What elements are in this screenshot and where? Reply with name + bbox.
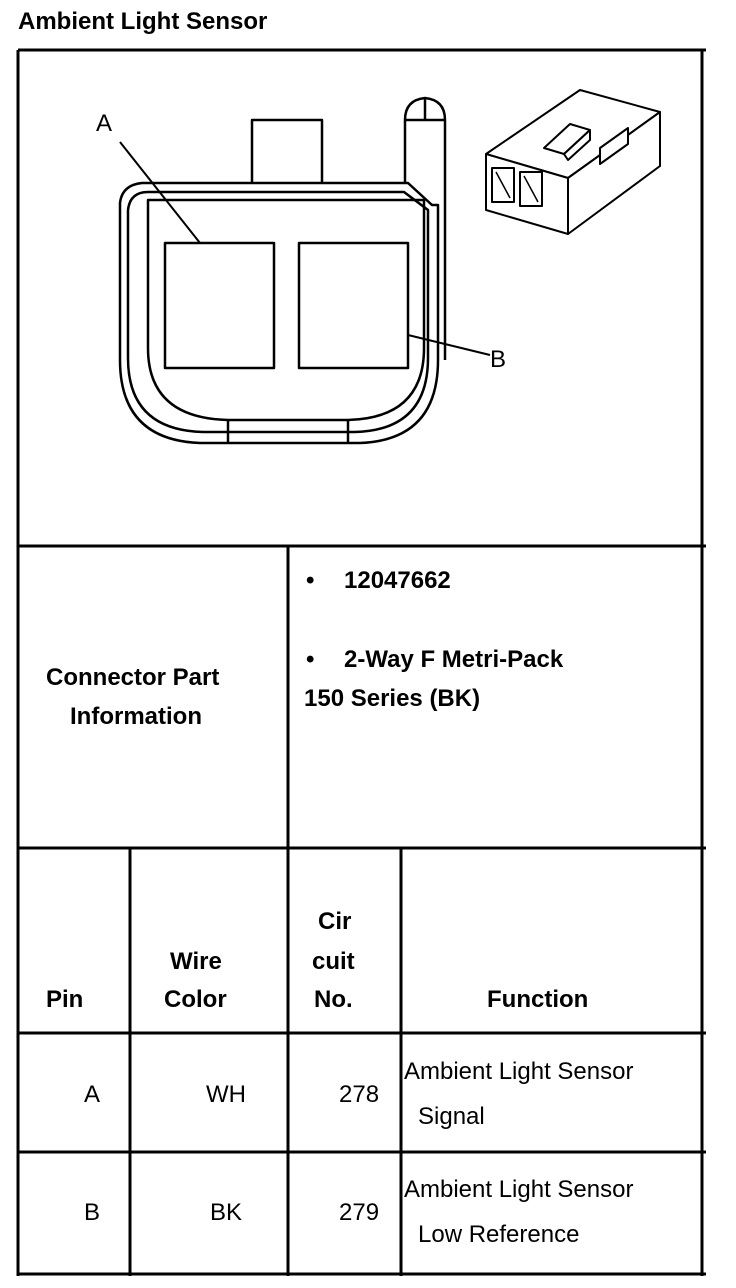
header-wire-color-line2: Color (164, 986, 227, 1013)
row-pin: B (84, 1199, 101, 1226)
row-wire-color: BK (210, 1199, 243, 1226)
header-function: Function (487, 986, 589, 1013)
header-circuit-line3: No. (314, 986, 353, 1013)
page-title: Ambient Light Sensor (18, 8, 268, 35)
row-circuit: 278 (339, 1081, 380, 1108)
row-pin: A (84, 1081, 101, 1108)
bullet-icon: • (306, 567, 315, 594)
header-circuit-line2: cuit (312, 948, 355, 975)
connector-part-label-line2: Information (70, 703, 202, 730)
header-wire-color-line1: Wire (170, 948, 222, 975)
row-function-line1: Ambient Light Sensor (404, 1176, 634, 1203)
connector-description-line1: 2-Way F Metri-Pack (344, 646, 564, 673)
row-function-line1: Ambient Light Sensor (404, 1058, 634, 1085)
connector-face-diagram (118, 96, 491, 445)
pin-b-callout: B (490, 346, 507, 373)
connector-description-line2: 150 Series (BK) (304, 685, 481, 712)
header-pin: Pin (46, 986, 84, 1013)
connector-3d-illustration (485, 89, 661, 235)
row-wire-color: WH (206, 1081, 246, 1108)
connector-part-label-line1: Connector Part (46, 664, 220, 691)
row-function-line2: Signal (418, 1103, 485, 1130)
part-number: 12047662 (344, 567, 451, 594)
pin-a-callout: A (96, 110, 113, 137)
row-circuit: 279 (339, 1199, 380, 1226)
header-circuit-line1: Cir (318, 908, 352, 935)
bullet-icon: • (306, 646, 315, 673)
row-function-line2: Low Reference (418, 1221, 580, 1248)
